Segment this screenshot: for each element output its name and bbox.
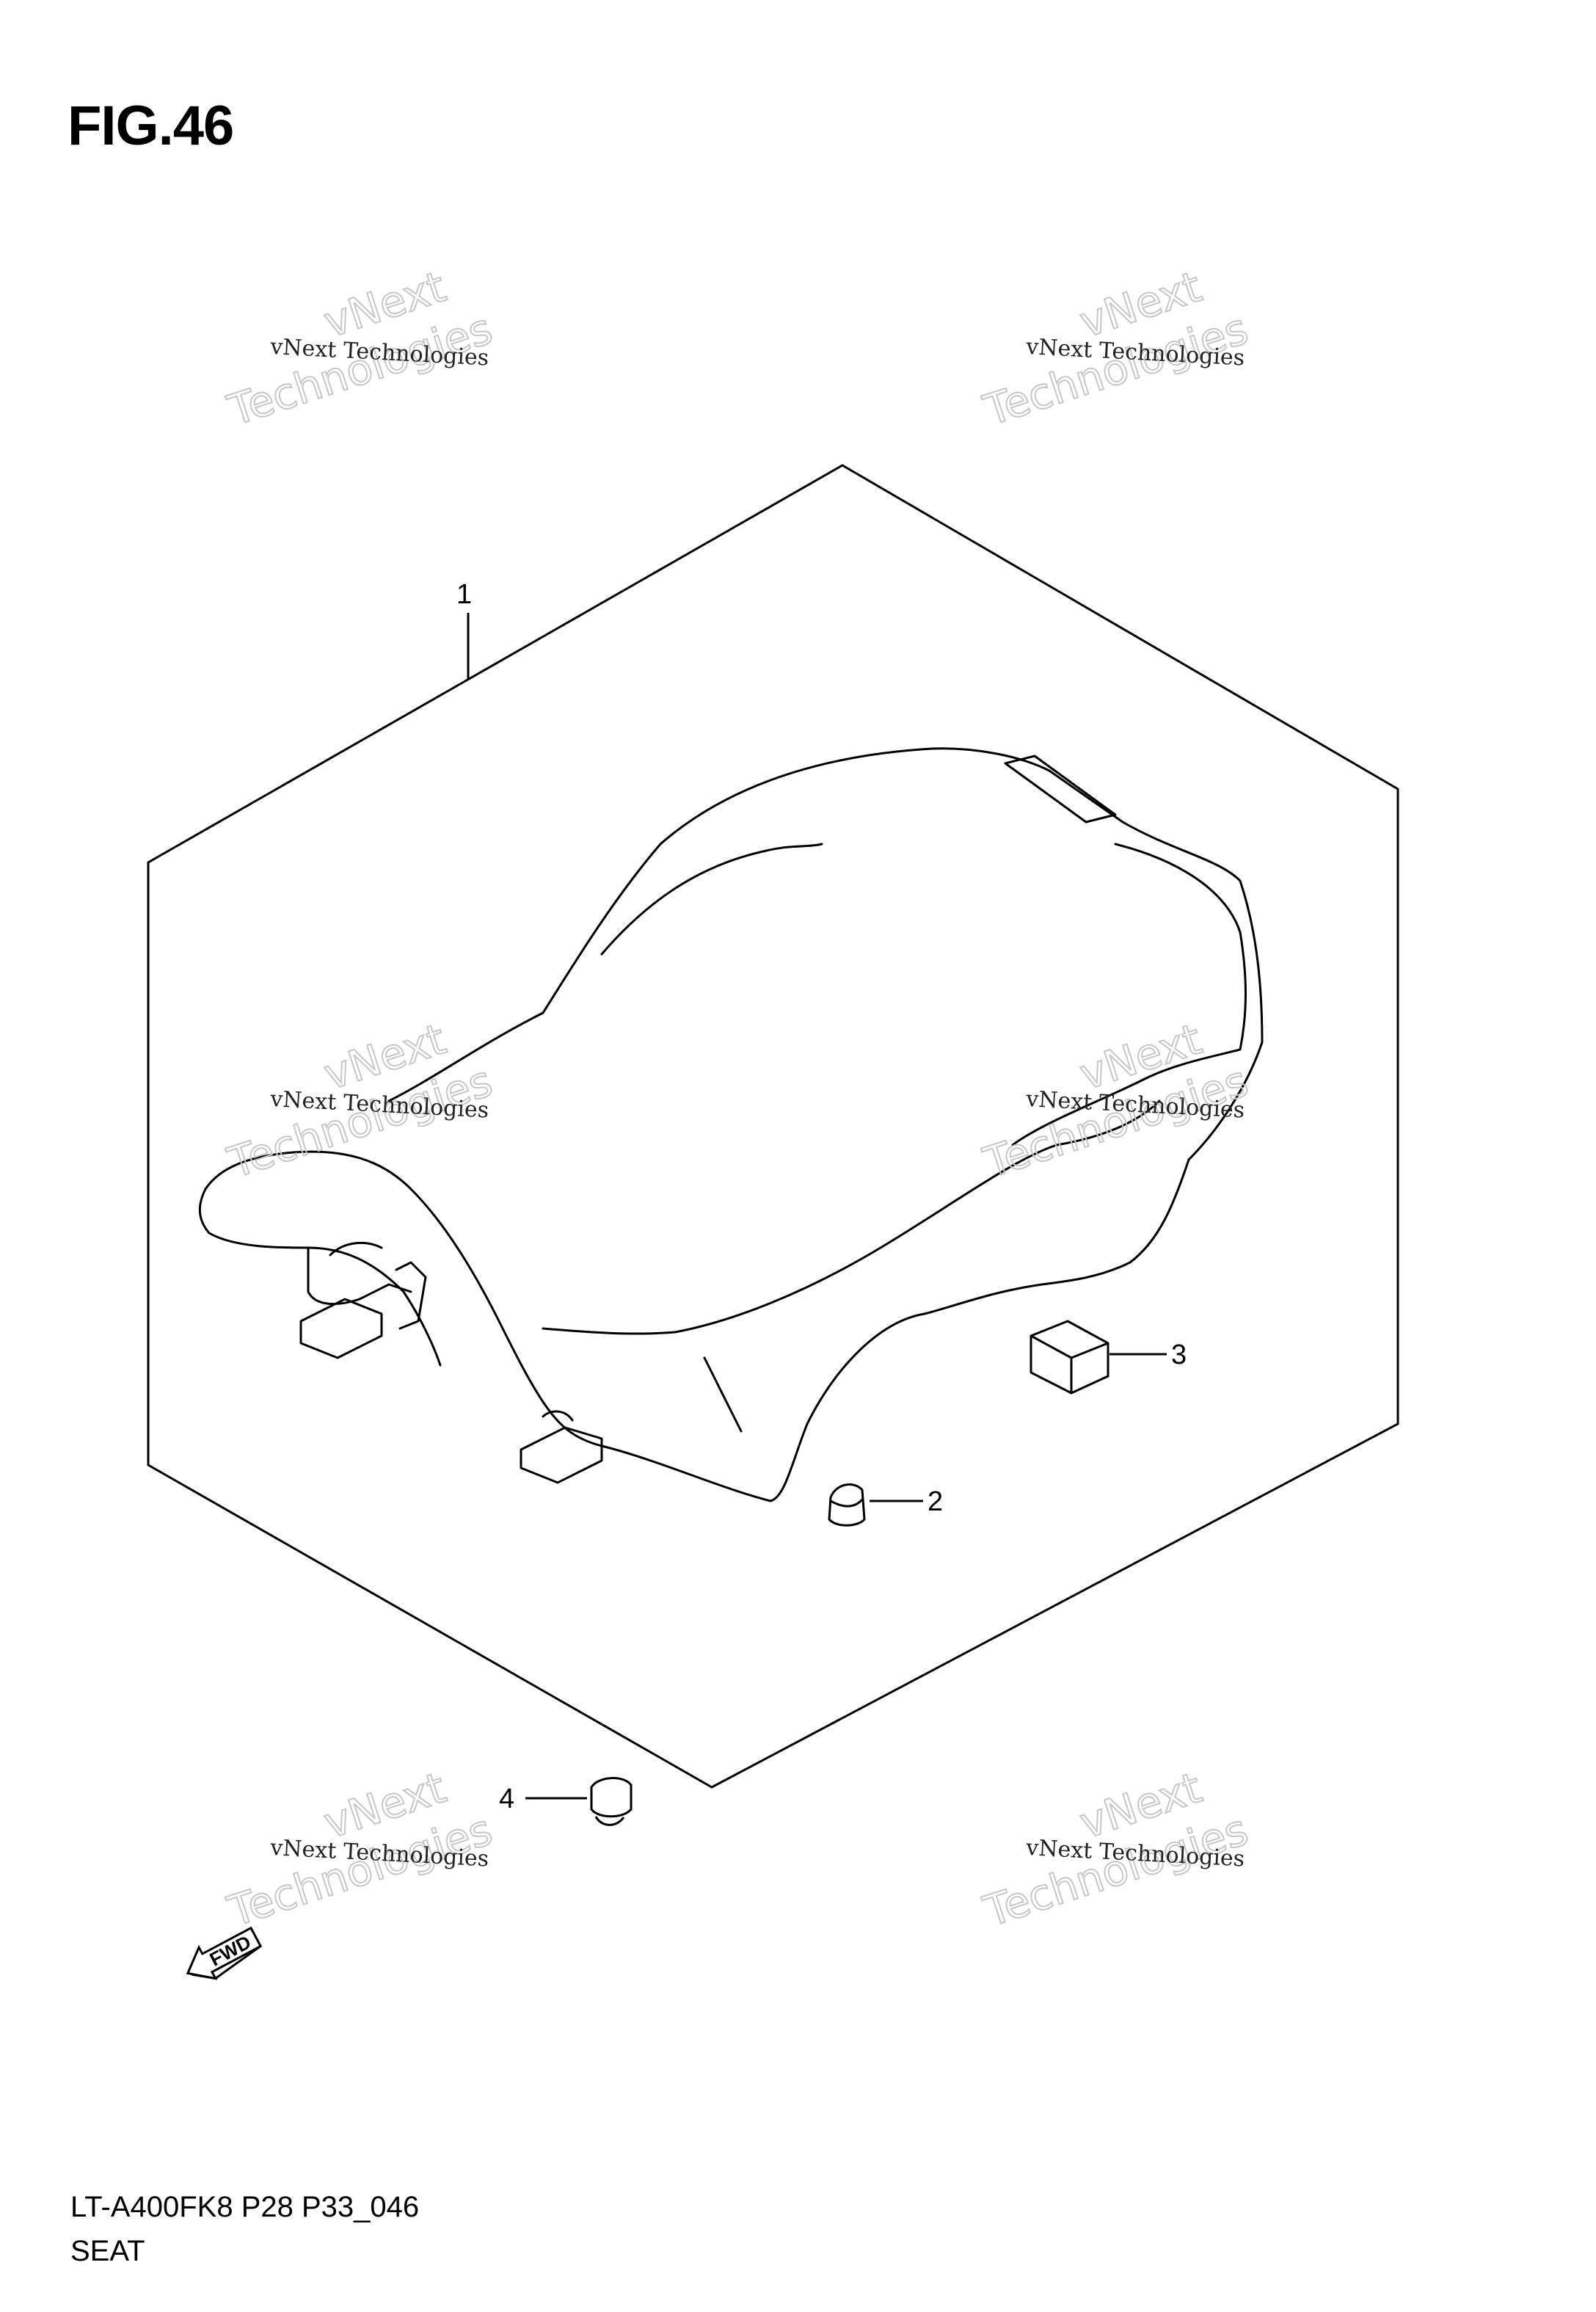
watermark-bottom-right: vNext Technologies vNext Technologies xyxy=(977,1762,1254,1937)
seat-crest xyxy=(600,843,823,956)
figure-code: LT-A400FK8 P28 P33_046 xyxy=(70,2191,420,2223)
front-bracket-tab xyxy=(299,1298,383,1359)
figure-title: FIG.46 xyxy=(68,95,234,157)
callout-number-2: 2 xyxy=(928,1486,943,1517)
callout-1: 1 xyxy=(456,579,472,679)
seat-top-outline xyxy=(387,747,1264,1502)
watermark-top-right: vNext Technologies vNext Technologies xyxy=(977,261,1254,436)
front-bracket-side xyxy=(395,1261,427,1330)
callout-number-1: 1 xyxy=(456,579,472,610)
seat-corner-crease xyxy=(703,1356,743,1433)
assembly-boundary-hexagon xyxy=(147,464,1399,1789)
seat-side-bolster xyxy=(1011,843,1247,1146)
watermark-mid-left: vNext Technologies vNext Technologies xyxy=(221,1013,498,1188)
seat-base-line xyxy=(542,1099,1161,1335)
seat-assembly xyxy=(198,747,1264,1502)
callout-number-3: 3 xyxy=(1171,1339,1187,1370)
callout-2: 2 xyxy=(870,1486,943,1517)
rear-hook-tab xyxy=(520,1410,603,1484)
section-name: SEAT xyxy=(70,2235,145,2267)
callout-number-4: 4 xyxy=(499,1784,514,1814)
callout-3: 3 xyxy=(1109,1339,1187,1370)
watermark-top-left: vNext Technologies vNext Technologies xyxy=(221,261,498,436)
part-3-pad xyxy=(1030,1320,1109,1395)
watermark-mid-right: vNext Technologies vNext Technologies xyxy=(977,1013,1254,1188)
callout-4: 4 xyxy=(499,1784,587,1814)
front-bracket-upper xyxy=(307,1241,412,1306)
watermark-bottom-left: vNext Technologies vNext Technologies xyxy=(221,1762,498,1937)
rear-strap xyxy=(1004,755,1117,824)
seat-front-nose xyxy=(204,1150,544,1403)
part-2-cushion xyxy=(828,1483,866,1527)
seat-base-left xyxy=(542,1400,772,1502)
part-4-cushion xyxy=(590,1777,633,1826)
seat-front-lip xyxy=(198,1188,442,1367)
fwd-label: FWD xyxy=(206,1931,255,1971)
